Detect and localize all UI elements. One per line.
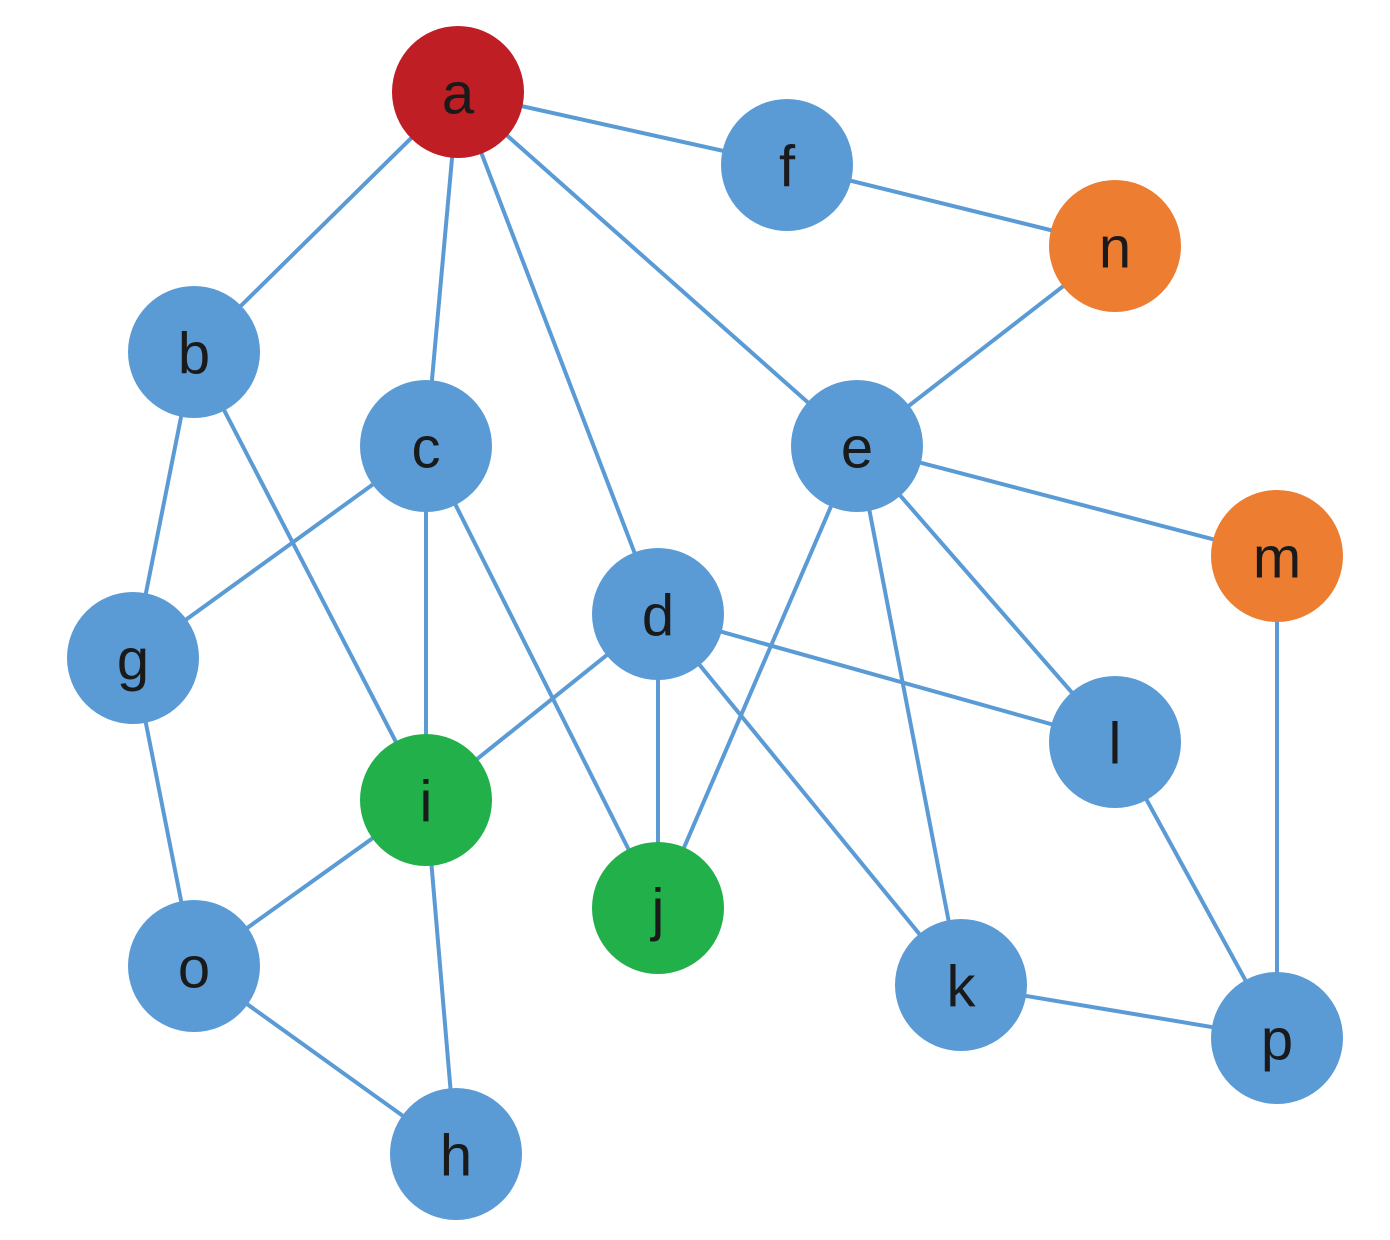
node-circle-b bbox=[128, 286, 260, 418]
node-circle-p bbox=[1211, 972, 1343, 1104]
edge-b-i bbox=[192, 350, 428, 802]
node-label-h: h bbox=[440, 1124, 472, 1189]
nodes-layer: a b c d e f g h i j k l m n o p bbox=[67, 26, 1343, 1220]
node-m: m bbox=[1211, 490, 1343, 622]
node-o: o bbox=[128, 900, 260, 1032]
node-label-k: k bbox=[947, 955, 977, 1020]
node-p: p bbox=[1211, 972, 1343, 1104]
node-h: h bbox=[390, 1088, 522, 1220]
node-label-e: e bbox=[841, 416, 873, 481]
node-label-g: g bbox=[117, 628, 149, 693]
node-n: n bbox=[1049, 180, 1181, 312]
edge-e-k bbox=[855, 444, 963, 987]
edge-c-j bbox=[424, 444, 660, 910]
node-label-o: o bbox=[178, 936, 210, 1001]
node-k: k bbox=[895, 919, 1027, 1051]
node-label-d: d bbox=[642, 584, 674, 649]
node-i: i bbox=[360, 734, 492, 866]
node-circle-e bbox=[791, 380, 923, 512]
node-circle-j bbox=[592, 842, 724, 974]
edge-d-k bbox=[656, 612, 963, 987]
edge-e-m bbox=[855, 444, 1279, 558]
node-circle-l bbox=[1049, 676, 1181, 808]
node-label-j: j bbox=[650, 878, 665, 943]
node-circle-f bbox=[721, 99, 853, 231]
node-circle-k bbox=[895, 919, 1027, 1051]
node-circle-h bbox=[390, 1088, 522, 1220]
node-circle-a bbox=[392, 26, 524, 158]
node-circle-m bbox=[1211, 490, 1343, 622]
node-b: b bbox=[128, 286, 260, 418]
edge-a-d bbox=[456, 90, 660, 616]
node-d: d bbox=[592, 548, 724, 680]
node-circle-i bbox=[360, 734, 492, 866]
node-label-a: a bbox=[442, 62, 475, 127]
node-circle-o bbox=[128, 900, 260, 1032]
node-circle-n bbox=[1049, 180, 1181, 312]
node-g: g bbox=[67, 592, 199, 724]
node-label-b: b bbox=[178, 322, 210, 387]
node-j: j bbox=[592, 842, 724, 974]
node-f: f bbox=[721, 99, 853, 231]
node-c: c bbox=[360, 380, 492, 512]
node-label-i: i bbox=[420, 770, 433, 835]
node-circle-d bbox=[592, 548, 724, 680]
node-label-f: f bbox=[779, 135, 796, 200]
node-label-l: l bbox=[1109, 712, 1122, 777]
node-circle-c bbox=[360, 380, 492, 512]
node-label-c: c bbox=[412, 416, 441, 481]
node-label-m: m bbox=[1253, 526, 1301, 591]
node-label-n: n bbox=[1099, 216, 1131, 281]
node-e: e bbox=[791, 380, 923, 512]
edge-a-e bbox=[456, 90, 859, 448]
edge-d-l bbox=[656, 612, 1117, 744]
node-circle-g bbox=[67, 592, 199, 724]
node-a: a bbox=[392, 26, 524, 158]
edge-e-j bbox=[656, 444, 859, 910]
node-l: l bbox=[1049, 676, 1181, 808]
node-label-p: p bbox=[1261, 1008, 1293, 1073]
